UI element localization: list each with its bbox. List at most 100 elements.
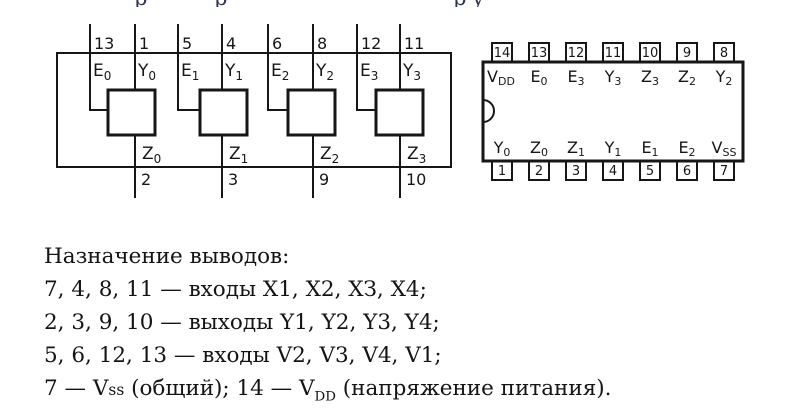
dip-body [481, 60, 745, 163]
label-base: E [567, 67, 577, 86]
vss-smalltext: ss [108, 381, 125, 399]
label-sub: 2 [689, 75, 696, 88]
label-base: E [271, 61, 282, 81]
label-sub: 0 [541, 75, 548, 88]
wire-e2 [267, 24, 288, 111]
label-sub: 2 [326, 69, 334, 83]
label-base: E [641, 138, 651, 157]
label-sub: 3 [419, 152, 427, 166]
pin-number: 2 [141, 170, 151, 189]
signal-label-z2: Z2 [320, 144, 339, 166]
label-base: Z [229, 144, 241, 164]
label-base: Y [137, 61, 149, 81]
pin-number: 9 [319, 170, 329, 189]
pin-number: 10 [406, 170, 426, 189]
label-base: Z [320, 144, 332, 164]
dip-label-z2: Z2 [678, 67, 696, 88]
dip-pin-number: 5 [646, 164, 654, 179]
pin-number: 12 [361, 34, 381, 53]
dip-pin-number: 12 [568, 46, 585, 61]
text-run: (напряжение питания). [335, 376, 612, 401]
label-sub: SS [722, 146, 736, 159]
signal-label-e3: E3 [360, 61, 378, 83]
pin-description: Назначение выводов: 7, 4, 8, 11 — входы … [44, 240, 784, 407]
pin-number: 3 [228, 170, 238, 189]
dip-label-vdd: VDD [487, 67, 515, 88]
label-sub: 2 [725, 75, 732, 88]
switch-box-1 [198, 88, 249, 137]
label-base: E [181, 61, 192, 81]
dip-pin-number: 13 [531, 46, 548, 61]
dip-pin-number: 9 [683, 46, 691, 61]
pin-number: 11 [404, 34, 424, 53]
text-run: 7 — V [44, 376, 109, 401]
dip-label-z3: Z3 [641, 67, 659, 88]
label-base: Y [604, 138, 615, 157]
dip-pin-number: 11 [605, 46, 622, 61]
label-base: Z [142, 144, 154, 164]
label-base: V [712, 138, 723, 157]
pin-number: 1 [139, 34, 149, 53]
signal-label-y3: Y3 [402, 61, 421, 83]
label-sub: 3 [413, 69, 421, 83]
label-base: Z [567, 138, 578, 157]
label-base: Y [224, 61, 236, 81]
pin-number: 5 [182, 34, 192, 53]
dip-label-e1: E1 [641, 138, 658, 159]
dip-notch [482, 99, 495, 123]
label-sub: DD [498, 75, 515, 88]
pin-number: 8 [317, 34, 327, 53]
pin-description-line: 2, 3, 9, 10 — выходы Y1, Y2, Y3, Y4; [44, 310, 440, 335]
signal-label-e2: E2 [271, 61, 289, 83]
label-base: Y [315, 61, 327, 81]
label-sub: 3 [371, 69, 379, 83]
vdd-subscript: DD [314, 389, 336, 405]
label-sub: 3 [578, 75, 585, 88]
clipped-glyph: р [134, 0, 147, 7]
pin-description-line: 7 — Vss (общий); 14 — VDD (напряжение пи… [44, 372, 784, 407]
figure-canvas: 13 1 5 4 6 8 12 11 E0 Y0 E1 Y1 E2 Y2 E3 … [56, 24, 745, 198]
label-base: E [678, 138, 688, 157]
pin-description-heading: Назначение выводов: [44, 244, 290, 269]
signal-label-z0: Z0 [142, 144, 161, 166]
dip-pin-number: 1 [498, 164, 506, 179]
switch-box-0 [106, 88, 157, 137]
dip-label-y2: Y2 [715, 67, 733, 88]
switch-box-3 [374, 88, 425, 137]
label-sub: 0 [104, 69, 112, 83]
clipped-glyph: р [453, 0, 466, 7]
clipped-glyph: р [214, 0, 227, 7]
dip-label-y0: Y0 [493, 138, 511, 159]
logic-outline [56, 52, 452, 168]
clipped-glyph: у [472, 0, 484, 7]
label-sub: 1 [241, 152, 249, 166]
label-sub: 1 [652, 146, 659, 159]
label-sub: 0 [148, 69, 156, 83]
pin-description-line: 7, 4, 8, 11 — входы X1, X2, ХЗ, X4; [44, 277, 427, 302]
label-base: E [530, 67, 540, 86]
label-base: Y [715, 67, 726, 86]
signal-label-z1: Z1 [229, 144, 248, 166]
dip-package [481, 42, 745, 181]
dip-label-z0: Z0 [530, 138, 548, 159]
dip-pin-number: 2 [535, 164, 543, 179]
dip-pin-number: 3 [572, 164, 580, 179]
label-base: Y [402, 61, 414, 81]
dip-pin-number: 14 [494, 46, 511, 61]
label-sub: 1 [614, 146, 621, 159]
dip-label-vss: VSS [712, 138, 737, 159]
label-base: V [487, 67, 498, 86]
label-base: E [93, 61, 104, 81]
label-base: E [360, 61, 371, 81]
signal-label-y1: Y1 [224, 61, 243, 83]
dip-label-e2: E2 [678, 138, 695, 159]
label-sub: 2 [332, 152, 340, 166]
label-sub: 0 [541, 146, 548, 159]
pin-number: 4 [226, 34, 236, 53]
dip-label-z1: Z1 [567, 138, 585, 159]
label-base: Z [530, 138, 541, 157]
wire-e1 [177, 24, 200, 111]
label-base: Y [493, 138, 504, 157]
pin-description-line: 5, 6, 12, 13 — входы V2, V3, V4, V1; [44, 343, 442, 368]
